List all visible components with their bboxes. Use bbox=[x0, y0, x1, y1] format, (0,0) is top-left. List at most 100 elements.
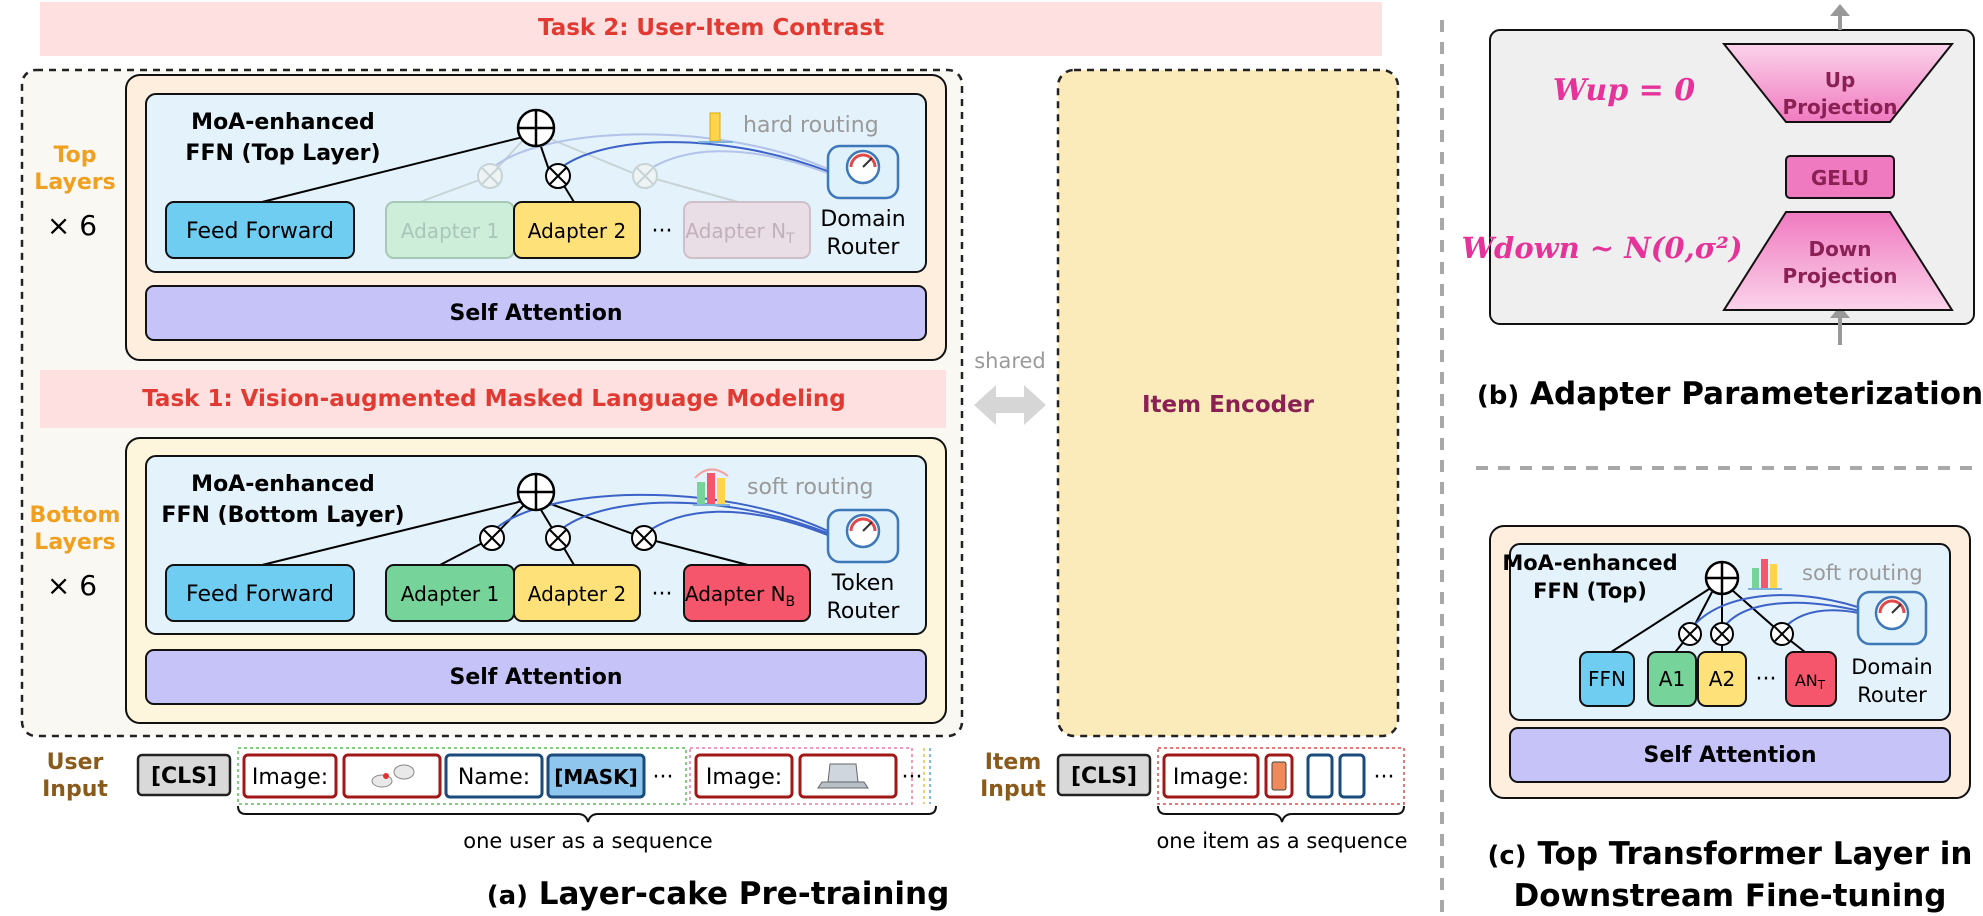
user-mask-token bbox=[546, 753, 646, 799]
caption-b: (b) Adapter Parameterization bbox=[1477, 376, 1983, 412]
up-projection-shape bbox=[1721, 43, 1955, 123]
hard-routing-icon bbox=[698, 112, 733, 143]
bottom-routing-lines bbox=[261, 493, 831, 566]
user-dots-2: ··· bbox=[902, 765, 923, 790]
bottom-adapter-n-label: Adapter NB bbox=[685, 582, 795, 610]
top-adapter2-label: Adapter 2 bbox=[528, 219, 626, 243]
up-projection-label-1: Up bbox=[1825, 68, 1856, 92]
task2-banner bbox=[40, 2, 1382, 56]
item-encoder-box bbox=[1056, 68, 1400, 738]
user-image1-label: Image: bbox=[252, 765, 328, 790]
bottom-layers-label-1: Bottom bbox=[30, 503, 121, 528]
bottom-adapter-n-sub: B bbox=[786, 594, 796, 610]
panel-c-multiply-icon-3 bbox=[1770, 622, 1794, 646]
soft-routing-icon bbox=[693, 468, 730, 506]
item-image-token bbox=[1162, 753, 1260, 799]
top-self-attention-label: Self Attention bbox=[449, 301, 622, 326]
top-routing-label: hard routing bbox=[743, 113, 879, 138]
user-image1-token bbox=[242, 753, 338, 799]
item-cls-token bbox=[1056, 753, 1152, 797]
top-self-attention bbox=[145, 285, 927, 341]
panel-c-domain-router-icon bbox=[1856, 590, 1928, 646]
item-input-label-2: Input bbox=[980, 777, 1046, 802]
top-adapter-n-sub: T bbox=[785, 231, 795, 247]
panel-c-a1-label: A1 bbox=[1659, 667, 1685, 691]
panel-c-router-label-2: Router bbox=[1857, 683, 1927, 707]
bottom-dots: ··· bbox=[652, 582, 673, 607]
bottom-self-attention-label: Self Attention bbox=[449, 665, 622, 690]
top-ffn-title-1: MoA-enhanced bbox=[191, 110, 375, 135]
bottom-router-label-2: Router bbox=[827, 599, 901, 624]
top-domain-router-icon bbox=[826, 144, 900, 200]
top-adapter-n-label: Adapter NT bbox=[685, 219, 795, 247]
bottom-routing-label: soft routing bbox=[747, 475, 874, 500]
item-input-label-1: Item bbox=[985, 750, 1042, 775]
panel-c-a1-box bbox=[1647, 651, 1697, 707]
panel-c-multiply-icon-1 bbox=[1678, 622, 1702, 646]
panel-c-an-sub: T bbox=[1817, 678, 1826, 692]
top-router-label-1: Domain bbox=[820, 207, 905, 232]
user-item2-group bbox=[689, 747, 913, 805]
panel-c-a2-box bbox=[1697, 651, 1747, 707]
user-name-label: Name: bbox=[458, 765, 530, 790]
task1-label: Task 1: Vision-augmented Masked Language… bbox=[142, 386, 846, 412]
item-cls-label: [CLS] bbox=[1071, 764, 1137, 789]
user-image2-token bbox=[694, 753, 794, 799]
top-layers-label-1: Top bbox=[54, 143, 97, 168]
user-image1-thumb bbox=[342, 753, 442, 799]
bottom-layers-count: × 6 bbox=[47, 569, 97, 602]
item-brace-label: one item as a sequence bbox=[1156, 829, 1407, 853]
panel-c-an-box bbox=[1785, 651, 1837, 707]
user-name-token bbox=[444, 753, 544, 799]
gelu-label: GELU bbox=[1811, 166, 1869, 190]
panel-c-router-label-1: Domain bbox=[1851, 655, 1933, 679]
top-feed-forward-box bbox=[165, 201, 355, 259]
down-projection-shape bbox=[1722, 211, 1954, 311]
top-router-label-2: Router bbox=[827, 235, 901, 260]
user-input-label-1: User bbox=[47, 750, 104, 775]
item-encoder-label: Item Encoder bbox=[1142, 392, 1315, 418]
panel-c-ffn-token bbox=[1579, 651, 1635, 707]
user-cls-label: [CLS] bbox=[151, 764, 217, 789]
down-projection-label-1: Down bbox=[1808, 237, 1871, 261]
w-up-equation: Wup = 0 bbox=[1553, 73, 1695, 108]
bottom-ffn-title-2: FFN (Bottom Layer) bbox=[161, 503, 404, 528]
item-dots: ··· bbox=[1374, 765, 1395, 790]
panel-c-plus-icon bbox=[1704, 560, 1740, 596]
bottom-router-label-1: Token bbox=[831, 571, 895, 596]
earbuds-icon bbox=[371, 764, 415, 788]
item-image-label: Image: bbox=[1173, 765, 1249, 790]
caption-c-line1: (c) Top Transformer Layer in bbox=[1488, 836, 1973, 872]
bottom-self-attention bbox=[145, 649, 927, 705]
panel-c-soft-routing-icon bbox=[1748, 559, 1782, 590]
user-input-label-2: Input bbox=[42, 777, 108, 802]
bottom-multiply-icon-2 bbox=[545, 525, 571, 551]
up-arrow-icon bbox=[1830, 4, 1850, 16]
bottom-ffn-title-1: MoA-enhanced bbox=[191, 472, 375, 497]
top-dots: ··· bbox=[652, 219, 673, 244]
user-item1-group bbox=[237, 747, 687, 805]
bottom-multiply-icon-3 bbox=[631, 525, 657, 551]
panel-c-ffn-title-2: FFN (Top) bbox=[1533, 579, 1647, 603]
bottom-feed-forward-label: Feed Forward bbox=[186, 582, 334, 607]
up-projection-label-2: Projection bbox=[1783, 95, 1898, 119]
top-adapter1-label: Adapter 1 bbox=[401, 219, 499, 243]
top-plus-icon bbox=[516, 108, 556, 148]
panel-c-a2-label: A2 bbox=[1709, 667, 1735, 691]
top-feed-forward-label: Feed Forward bbox=[186, 219, 334, 244]
bottom-adapter-n-box bbox=[683, 564, 811, 622]
panel-c-an-label: ANT bbox=[1795, 671, 1826, 692]
top-multiply-icon-1 bbox=[477, 163, 503, 189]
top-multiply-icon-2 bbox=[545, 163, 571, 189]
panel-c-self-attention-label: Self Attention bbox=[1643, 743, 1816, 768]
user-cls-token bbox=[136, 753, 232, 797]
laptop-icon bbox=[817, 763, 869, 789]
top-adapter-n-box bbox=[683, 201, 811, 259]
caption-a: (a) Layer-cake Pre-training bbox=[487, 876, 950, 912]
user-brace-label: one user as a sequence bbox=[463, 829, 712, 853]
token-router-icon bbox=[826, 508, 900, 564]
phone-icon bbox=[1271, 761, 1287, 791]
caption-c-line2: Downstream Fine-tuning bbox=[1514, 878, 1947, 914]
item-sequence-group bbox=[1157, 747, 1405, 805]
bottom-multiply-icon-1 bbox=[479, 525, 505, 551]
